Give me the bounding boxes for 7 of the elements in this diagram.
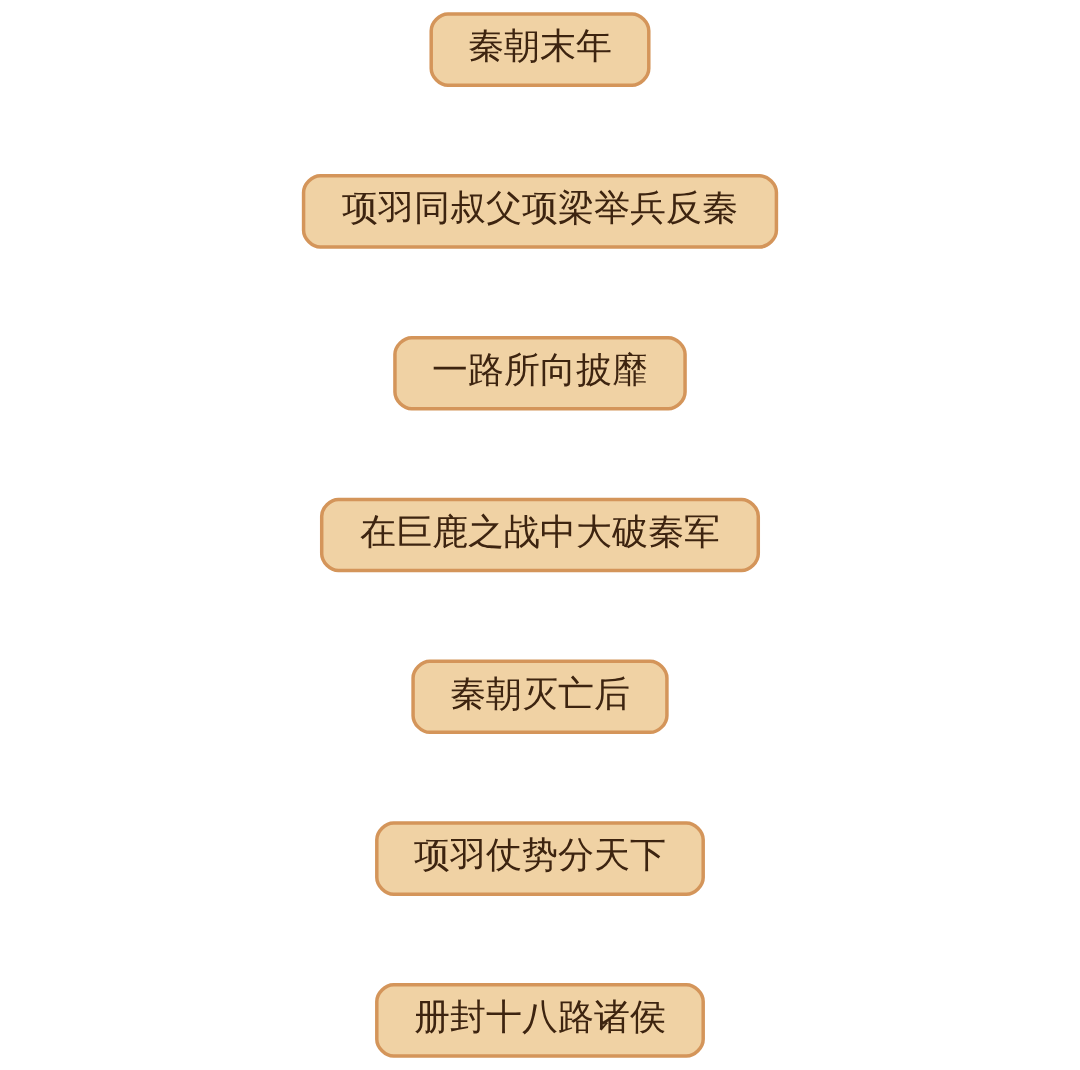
node-box: 秦朝末年 (429, 12, 651, 87)
node-box: 在巨鹿之战中大破秦军 (319, 497, 761, 573)
node-box: 项羽同叔父项梁举兵反秦 (301, 174, 779, 249)
node-box: 项羽仗势分天下 (375, 821, 705, 896)
node-box: 一路所向披靡 (393, 335, 687, 411)
node-box: 秦朝灭亡后 (411, 659, 669, 735)
node-box: 册封十八路诸侯 (375, 983, 705, 1058)
